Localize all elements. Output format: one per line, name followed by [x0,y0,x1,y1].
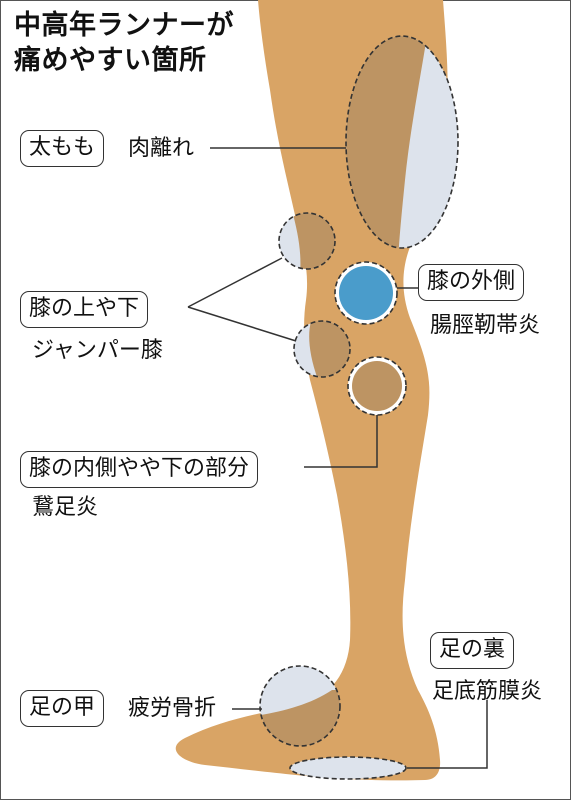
callout-knee-inner-condition: 鵞足炎 [32,495,99,520]
callout-sole-label: 足の裏 [430,632,515,669]
knee-upper-zone [278,212,336,270]
callout-knee-label: 膝の上や下 [20,291,149,328]
thigh-zone [345,35,459,249]
page-title: 中高年ランナーが 痛めやすい箇所 [14,8,234,78]
callout-instep-condition: 疲労骨折 [128,696,217,721]
sole-zone [289,756,407,780]
leader-lines [187,147,488,769]
callout-knee-outer-label: 膝の外側 [418,264,525,301]
callout-knee-condition: ジャンパー膝 [32,338,163,363]
instep-zone [259,665,341,747]
callout-thigh-condition: 肉離れ [128,136,195,161]
title-line-1: 中高年ランナーが [14,10,234,41]
callout-sole-condition: 足底筋膜炎 [432,679,543,704]
callout-knee-inner-label: 膝の内側やや下の部分 [20,451,259,488]
callout-instep-label: 足の甲 [20,690,105,727]
title-line-2: 痛めやすい箇所 [14,45,207,76]
knee-lower-zone [293,320,351,378]
callout-thigh-label: 太もも [20,130,105,167]
callout-knee-outer-condition: 腸脛靭帯炎 [430,313,541,338]
